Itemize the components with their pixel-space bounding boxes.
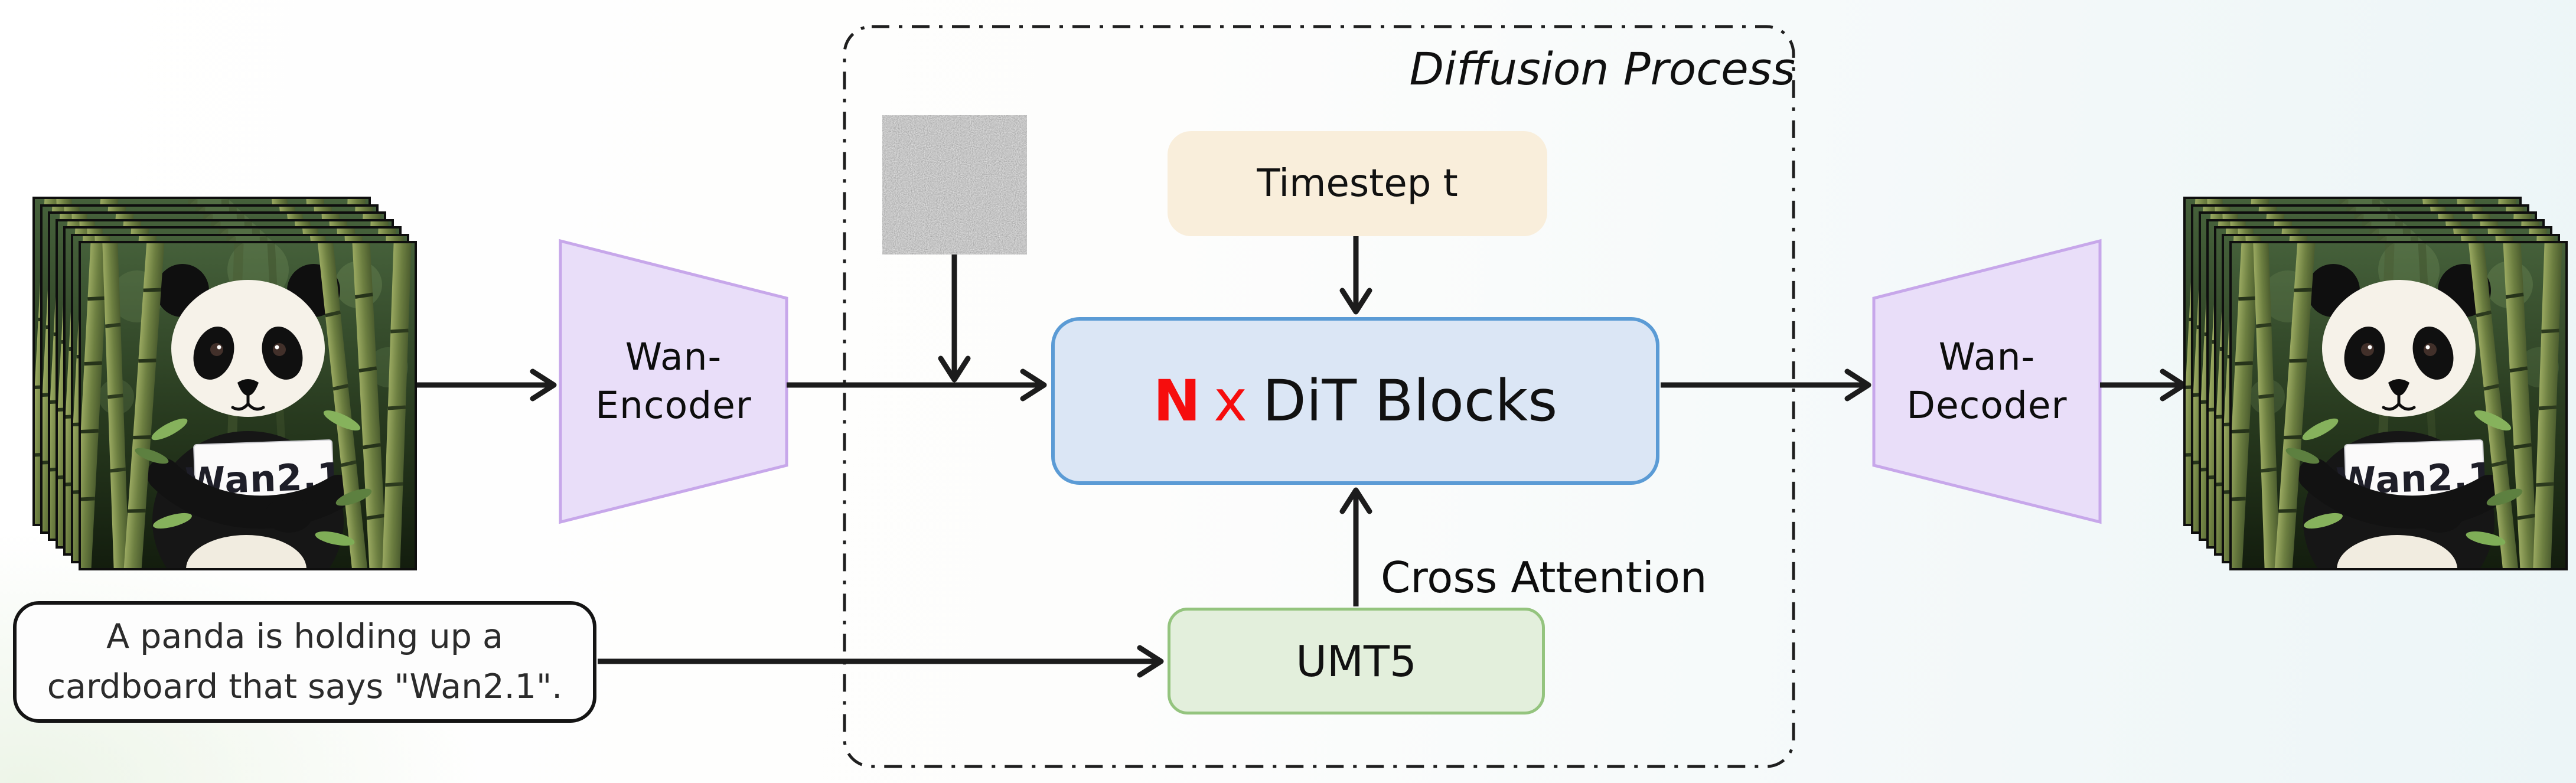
timestep-box: Timestep t — [1168, 131, 1547, 236]
wan-encoder-label-line2: Encoder — [595, 384, 752, 427]
timestep-label: Timestep t — [1257, 162, 1458, 205]
output-video-frame-stack — [2183, 197, 2573, 575]
umt5-box: UMT5 — [1168, 608, 1545, 715]
video-frame — [2229, 241, 2568, 570]
wan-encoder-label-line1: Wan- — [625, 335, 722, 379]
diffusion-process-dashed-box — [843, 25, 1795, 768]
wan-decoder-label: Wan- Decoder — [1874, 241, 2100, 522]
noise-latent-image — [882, 115, 1027, 255]
wan-encoder-label: Wan- Encoder — [560, 241, 787, 522]
dit-times-symbol: x — [1214, 368, 1247, 434]
cross-attention-label: Cross Attention — [1381, 553, 1707, 602]
wan-decoder-label-line2: Decoder — [1906, 384, 2068, 427]
wan-decoder-label-line1: Wan- — [1938, 335, 2036, 379]
dit-n-count: N — [1153, 368, 1201, 434]
dit-blocks-box: N x DiT Blocks — [1051, 317, 1659, 485]
diffusion-process-title: Diffusion Process — [1409, 43, 1796, 95]
video-frame — [79, 241, 417, 570]
dit-blocks-label: DiT Blocks — [1262, 368, 1558, 434]
wan-decoder-trapezoid — [1872, 239, 2102, 524]
prompt-text-box: A panda is holding up a cardboard that s… — [13, 601, 596, 723]
umt5-label: UMT5 — [1296, 636, 1417, 686]
input-video-frame-stack — [32, 197, 422, 575]
wan-encoder-trapezoid — [559, 239, 788, 524]
